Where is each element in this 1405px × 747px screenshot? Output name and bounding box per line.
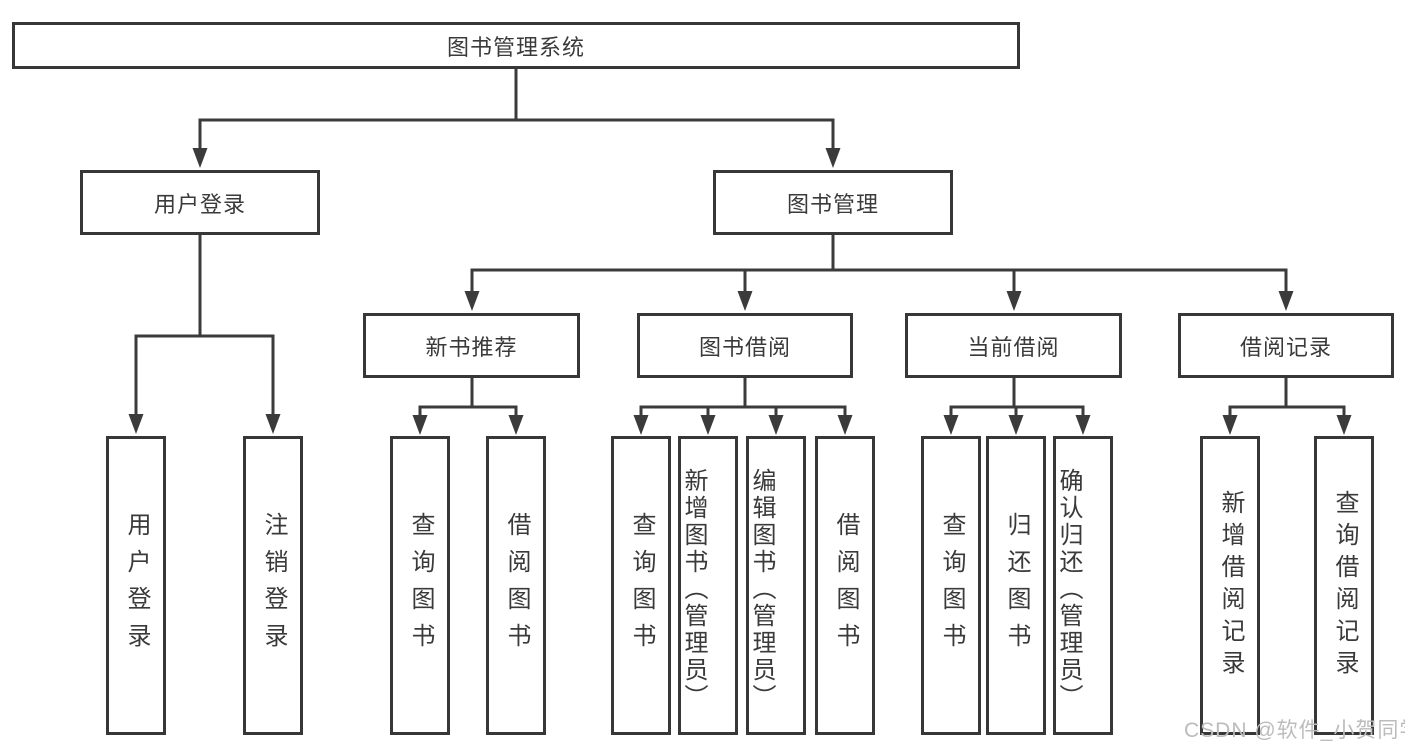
leaf-add-borrow-record: 新增借阅记录 (1200, 436, 1260, 735)
watermark: CSDN @软件_小贺同学 (1184, 719, 1405, 742)
leaf-label: 查询借阅记录 (1331, 489, 1358, 682)
leaf-user-login: 用户登录 (106, 436, 166, 735)
leaf-label: 注销登录 (260, 511, 287, 660)
leaf-label: 确认归还（管理员） (1055, 468, 1082, 711)
leaf-edit-books-admin: 编辑图书（管理员） (746, 436, 806, 735)
node-label: 用户登录 (153, 191, 246, 217)
leaf-logout-login: 注销登录 (243, 436, 303, 735)
leaf-add-books-admin: 新增图书（管理员） (678, 436, 738, 735)
leaf-label: 借阅图书 (832, 511, 859, 660)
leaf-query-borrow-record: 查询借阅记录 (1314, 436, 1374, 735)
leaf-label: 归还图书 (1003, 511, 1030, 660)
leaf-return-books: 归还图书 (986, 436, 1046, 735)
node-book-borrowing: 图书借阅 (637, 313, 853, 378)
node-label: 图书管理系统 (446, 34, 585, 60)
leaf-borrow-books-recommend: 借阅图书 (486, 436, 546, 735)
node-label: 图书管理 (786, 191, 879, 217)
leaf-query-books-borrowing: 查询图书 (611, 436, 671, 735)
leaf-label: 新增借阅记录 (1217, 489, 1244, 682)
leaf-label: 借阅图书 (503, 511, 530, 660)
node-book-management: 图书管理 (713, 170, 953, 235)
leaf-label: 新增图书（管理员） (680, 468, 707, 711)
leaf-query-books-recommend: 查询图书 (390, 436, 450, 735)
node-label: 借阅记录 (1239, 334, 1332, 360)
node-label: 当前借阅 (967, 334, 1060, 360)
node-user-login: 用户登录 (80, 170, 320, 235)
leaf-confirm-return-admin: 确认归还（管理员） (1053, 436, 1113, 735)
connector-path (134, 66, 1346, 421)
leaf-label: 查询图书 (407, 511, 434, 660)
node-label: 新书推荐 (425, 334, 518, 360)
leaf-label: 查询图书 (628, 511, 655, 660)
node-library-management-system: 图书管理系统 (12, 22, 1020, 69)
leaf-label: 查询图书 (938, 511, 965, 660)
leaf-label: 用户登录 (123, 511, 150, 660)
node-borrowing-records: 借阅记录 (1178, 313, 1394, 378)
leaf-label: 编辑图书（管理员） (748, 468, 775, 711)
node-current-borrowing: 当前借阅 (905, 313, 1122, 378)
leaf-borrow-books-borrowing: 借阅图书 (815, 436, 875, 735)
node-new-book-recommendation: 新书推荐 (363, 313, 580, 378)
node-label: 图书借阅 (698, 334, 791, 360)
leaf-query-books-current: 查询图书 (921, 436, 981, 735)
arrowheads (128, 148, 1352, 435)
